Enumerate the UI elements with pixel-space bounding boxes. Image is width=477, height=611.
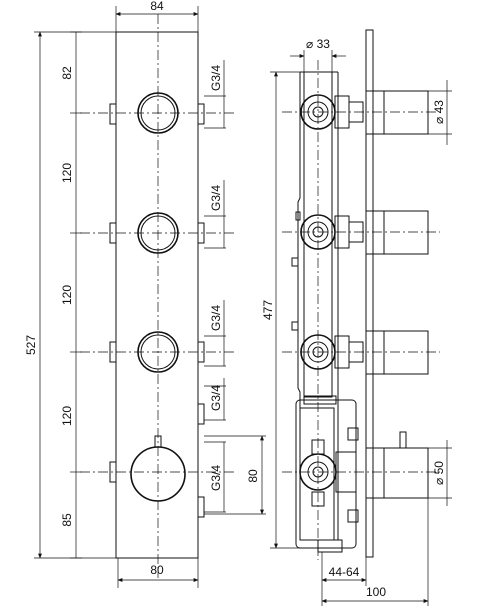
side-thermostat-body — [295, 395, 359, 553]
thread-label-3: G3/4 — [209, 305, 223, 331]
dim-total-depth-label: 100 — [366, 585, 386, 599]
thread-label-5: G3/4 — [209, 465, 223, 491]
thread-labels: G3/4 G3/4 G3/4 G3/4 G3/4 — [204, 60, 226, 513]
dim-spacing-2: 120 — [60, 163, 74, 183]
handle-2 — [137, 212, 179, 254]
dim-total-height-label: 527 — [24, 335, 38, 355]
outlet-nipples-right — [197, 103, 205, 518]
inlet-nipples-left — [109, 103, 117, 483]
dim-spacing-1: 82 — [60, 66, 74, 80]
side-view: ⌀ 33 ⌀ 43 ⌀ 50 477 44-64 — [261, 29, 452, 606]
front-view: 84 80 527 82 120 120 120 — [24, 0, 266, 588]
dim-knob-dia: ⌀ 50 — [428, 440, 452, 506]
thread-label-1: G3/4 — [209, 65, 223, 91]
dim-bottom-width: 80 — [117, 558, 199, 588]
side-cover-plate — [365, 29, 374, 558]
side-handle-3 — [365, 330, 429, 375]
dim-handle-dia-label: ⌀ 43 — [432, 100, 446, 124]
side-handle-1 — [365, 90, 429, 135]
handle-3 — [137, 331, 179, 373]
dim-spacing-3: 120 — [60, 285, 74, 305]
dim-total-depth: 100 — [321, 498, 429, 606]
dim-depth-range: 44-64 — [321, 552, 367, 586]
dim-knob-dia-label: ⌀ 50 — [432, 461, 446, 485]
side-handle-2 — [365, 210, 429, 255]
dim-pipe-dia: ⌀ 33 — [290, 37, 346, 72]
dim-top-width: 84 — [115, 0, 199, 32]
dim-spacing-4: 120 — [60, 406, 74, 426]
dim-pipe-dia-label: ⌀ 33 — [306, 37, 330, 51]
dim-spacing-chain: 82 120 120 120 85 — [60, 31, 82, 559]
dim-top-width-label: 84 — [150, 0, 164, 13]
dim-handle-dia: ⌀ 43 — [428, 80, 452, 145]
dim-depth-range-label: 44-64 — [329, 565, 360, 579]
box-fixing-tabs — [291, 211, 301, 331]
thread-label-2: G3/4 — [209, 185, 223, 211]
dim-side-height-label: 477 — [261, 300, 275, 320]
thread-label-4: G3/4 — [209, 385, 223, 411]
front-plate — [115, 31, 199, 559]
dim-outlet-spacing: 80 — [204, 435, 266, 515]
dim-outlet-spacing-label: 80 — [246, 469, 260, 483]
handle-1 — [137, 92, 179, 134]
side-thermostat-knob — [365, 431, 429, 499]
dim-side-height: 477 — [261, 71, 300, 549]
dim-bottom-width-label: 80 — [150, 563, 164, 577]
thermostatic-knob — [130, 435, 186, 502]
dim-spacing-5: 85 — [60, 513, 74, 527]
